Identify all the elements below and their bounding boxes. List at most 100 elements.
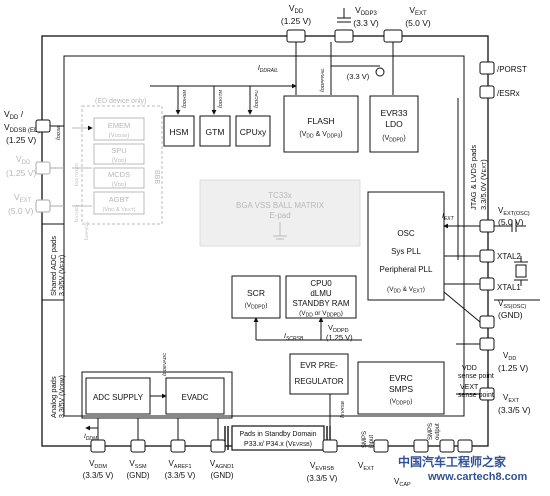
vdd-top-sub: DD: [295, 9, 304, 15]
vext-bottom-pad: VEXT: [358, 439, 389, 472]
vext-sense-label: VEXT: [460, 384, 479, 391]
hsm-block: HSM: [163, 115, 195, 147]
vext-right-sub: EXT: [508, 398, 519, 404]
svg-text:IDDGTM: IDDGTM: [218, 90, 224, 108]
svg-text:3.3/5.0V (VEXT): 3.3/5.0V (VEXT): [479, 159, 488, 210]
spu-sub-a: DD: [118, 158, 125, 163]
vext-left-value: (5.0 V): [8, 206, 34, 216]
spu-sub: (V: [112, 158, 118, 164]
flash-close: ): [340, 131, 342, 138]
ievrsb-sub: EVRSB: [340, 401, 345, 416]
vext-right-pad: VEXT (3.3/5 V): [479, 387, 531, 415]
svg-text:IDDP(ED): IDDP(ED): [84, 221, 90, 240]
adc-frame: [81, 371, 233, 419]
bottom-right-pads: [439, 439, 473, 453]
vcap-name: V: [394, 477, 400, 486]
matrix-l1: TC33x: [268, 191, 292, 200]
vdd-right-name: V: [503, 351, 509, 360]
osc-sub-a: DD: [394, 289, 402, 295]
flash-title: FLASH: [307, 116, 334, 126]
agbt-amp: & V: [114, 207, 125, 213]
svg-text:VEXT: VEXT: [503, 393, 520, 404]
spu-block: SPU (VDD): [93, 143, 145, 165]
hsm-label: HSM: [170, 127, 189, 137]
vagnd1-name: V: [210, 459, 216, 468]
vddpd-sub: DDPD: [333, 328, 349, 334]
idddevadc-label: I: [162, 374, 168, 376]
cpu0-or: or V: [313, 310, 327, 317]
emem-sub: (V: [109, 133, 115, 139]
cpu0-l2: dLMU: [310, 289, 332, 298]
svg-text:(VDD): (VDD): [112, 158, 127, 164]
vagnd1-value: (GND): [210, 471, 233, 480]
svg-text:(VDD or VDDPD): (VDD or VDDPD): [299, 310, 343, 319]
svg-text:VEXT: VEXT: [358, 461, 375, 472]
agbt-title: AGBT: [109, 195, 130, 204]
scr-sub: (V: [245, 302, 252, 309]
vss-osc-sub: SS(OSC): [503, 304, 526, 310]
vevrsb-sub: EVRSB: [315, 466, 334, 472]
vddsb-pad: VDD / VDDSB (ED) (1.25 V): [4, 109, 64, 145]
shared-adc-label: Shared ADC pads: [49, 236, 58, 296]
porst-label: /PORST: [497, 65, 527, 74]
standby-domain-pads: Pads in Standby Domain P33.x/ P34.x (VEV…: [231, 425, 325, 451]
iddm-label: I: [84, 433, 86, 440]
vdd-right-value: (1.25 V): [498, 363, 528, 373]
cpu0-close: ): [341, 310, 343, 317]
iddgtm-sub: DDGTM: [218, 90, 223, 107]
evrc-sub-a: DDPD: [396, 401, 411, 407]
smps-output-label2: output: [435, 423, 441, 440]
svg-text:VDDP3: VDDP3: [355, 5, 377, 17]
iext-sub: EXT: [444, 216, 455, 222]
cpu0-sub-b: DDPD: [327, 313, 342, 319]
vdd-right-pad: VDD (1.25 V): [479, 337, 528, 373]
evr33-line2: LDO: [385, 119, 403, 129]
agbt-block: AGBT (VDD & VEXT): [93, 191, 145, 215]
evr33-line1: EVR33: [381, 108, 408, 118]
mcds-close: ): [124, 182, 126, 188]
iddgtm-label: I: [218, 106, 224, 108]
vssm-value: (GND): [126, 471, 149, 480]
vext-bottom-sub: EXT: [363, 466, 374, 472]
vddsb-value: (1.25 V): [6, 135, 36, 145]
iddhsm-label: I: [182, 106, 188, 108]
svg-text:VDD: VDD: [16, 154, 31, 166]
jtag-v: 3.3/5.0V (V: [479, 172, 488, 210]
svg-text:3.3/5V (VDDM): 3.3/5V (VDDM): [59, 375, 66, 418]
evadc-block: EVADC: [165, 377, 225, 415]
vdd-sense-label2: sense point: [458, 373, 494, 380]
vddp3-top-value: (3.3 V): [353, 18, 379, 28]
agbt-sub: (V: [102, 207, 108, 213]
cpuxy-label: CPUxy: [240, 127, 267, 137]
osc-l1: OSC: [397, 229, 415, 238]
svg-text:(VDD): (VDD): [112, 182, 127, 188]
svg-text:IDDRAIL: IDDRAIL: [258, 65, 279, 74]
svg-text:VDDM: VDDM: [89, 459, 107, 470]
crystal-icon: [514, 256, 528, 286]
vext-osc-name: V: [498, 206, 504, 215]
vext-right-name: V: [503, 393, 509, 402]
spu-title: SPU: [111, 146, 126, 155]
emem-sub-a: DDSB: [115, 133, 128, 138]
vddm-pad: VDDM (3.3/5 V): [83, 439, 114, 480]
osc-sub: (V: [387, 286, 394, 293]
vext-osc-sub: EXT(OSC): [503, 211, 529, 217]
evr-pre-block: EVR PRE- REGULATOR: [289, 353, 349, 395]
osc-l2: Sys PLL: [391, 247, 421, 256]
mcds-sub: (V: [112, 182, 118, 188]
vevrsb-pad: VEVRSB (3.3/5 V): [307, 439, 338, 483]
vdd-33-label: (3.3 V): [347, 72, 370, 81]
gtm-label: GTM: [206, 127, 225, 137]
svg-text:(VDDPD): (VDDPD): [390, 398, 413, 407]
vagnd1-sub: AGND1: [215, 464, 234, 470]
smps-output-label: SMPS: [428, 423, 434, 440]
smps-input-label: SMPS: [362, 431, 368, 448]
evrc-l1: EVRC: [389, 373, 413, 383]
vext-osc-pad: VEXT(OSC) (5.0 V): [479, 206, 530, 233]
svg-text:VAGND1: VAGND1: [210, 459, 234, 470]
svg-text:VEXT: VEXT: [14, 192, 32, 204]
varef1-value: (3.3/5 V): [165, 471, 196, 480]
vddp3-top-sub: DDP3: [361, 11, 378, 17]
svg-text:VDDSB (ED): VDDSB (ED): [4, 122, 40, 134]
